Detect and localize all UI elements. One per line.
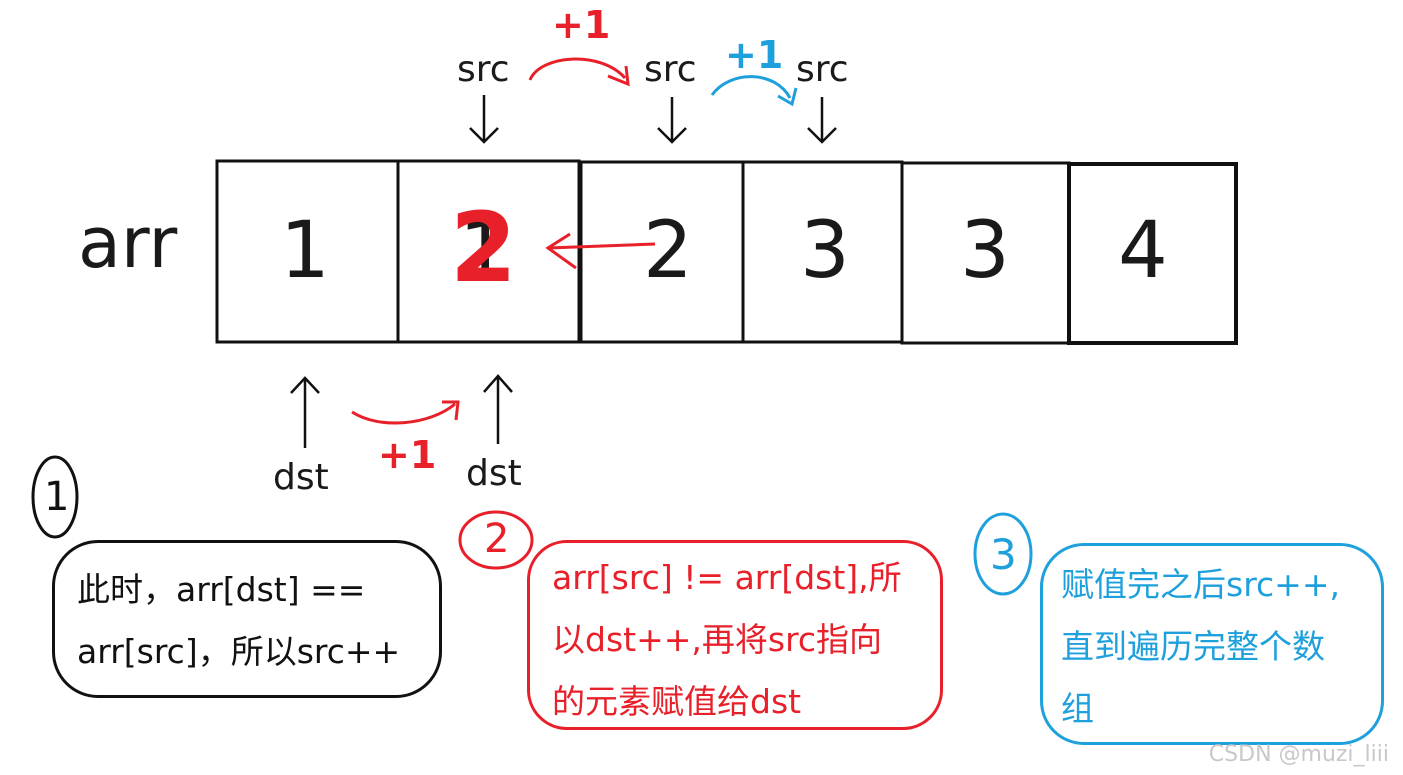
array-cell-6: 4 [1118,206,1168,296]
array-cell-4: 3 [800,206,850,296]
red-copy-arrow [547,242,656,250]
step-1-line-2: arr[src]，所以src++ [77,632,401,671]
red-plus-one-top: +1 [552,3,611,47]
step-3-line-2: 直到遍历完整个数 [1061,627,1325,666]
dst-arrow-1 [290,376,320,448]
red-curve-bottom [351,402,456,425]
array-cell-1: 1 [280,206,330,296]
src-arrow-1 [469,95,499,144]
array-cell-box-2 [396,159,581,344]
src-arrows [469,95,837,144]
blue-curve-top-head [777,87,798,107]
array-cell-5: 3 [960,206,1010,296]
dst-arrows [290,374,513,448]
step-2-number: 2 [484,516,510,562]
dst-label-1: dst [273,457,329,498]
step-2-note: arr[src] != arr[dst],所 以dst++,再将src指向 的元… [527,540,943,730]
blue-plus-one-top: +1 [725,33,784,77]
step-1-circle [31,455,79,539]
step-1-number: 1 [44,474,70,520]
step-2-circle [458,510,534,570]
src-label-2: src [644,49,697,90]
step-1-line-1: 此时，arr[dst] == [77,570,366,609]
red-plus-one-bottom: +1 [378,433,437,477]
dst-label-2: dst [466,453,522,494]
src-arrow-3 [807,97,837,144]
step-3-line-3: 组 [1061,689,1094,728]
step-1-note: 此时，arr[dst] == arr[src]，所以src++ [52,540,442,698]
src-label-1: src [457,49,510,90]
step-3-circle [973,512,1033,596]
red-curve-bottom-head [442,400,460,421]
step-3-line-1: 赋值完之后src++, [1061,565,1340,604]
red-curve-top [528,57,627,81]
src-arrow-2 [657,97,687,144]
array-cell-3: 2 [643,206,693,296]
array-label: arr [78,202,178,284]
watermark: CSDN @muzi_liii [1208,742,1389,767]
step-2-line-1: arr[src] != arr[dst],所 [552,558,902,597]
step-2-line-3: 的元素赋值给dst [552,682,802,721]
overwrite-value: 2 [450,192,517,304]
array-cell-box-6 [1067,162,1238,345]
blue-curve-top [710,75,792,99]
step-2-line-2: 以dst++,再将src指向 [552,620,883,659]
step-3-number: 3 [990,530,1017,579]
array-cell-2: 1 [459,206,509,296]
dst-arrow-2 [483,374,513,444]
red-copy-arrow-head [545,232,577,270]
red-curve-top-head [607,65,630,87]
step-3-note: 赋值完之后src++, 直到遍历完整个数 组 [1040,543,1384,745]
src-label-3: src [796,49,849,90]
